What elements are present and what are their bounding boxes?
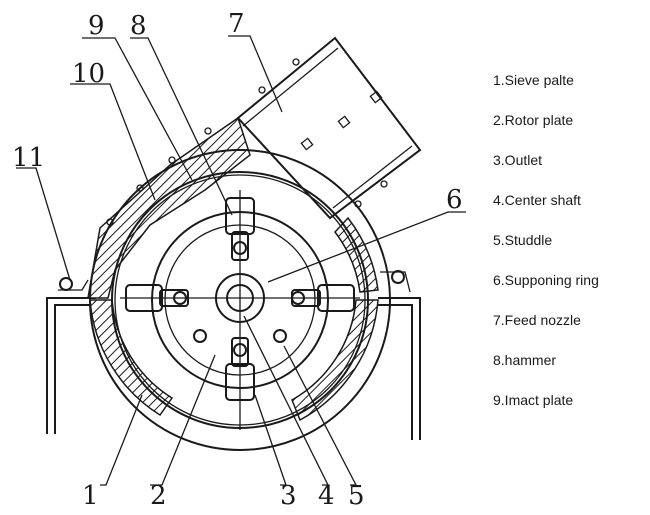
legend-item-feed-nozzle: 7.Feed nozzle xyxy=(493,312,581,328)
callout-10: 10 xyxy=(72,59,105,89)
callout-8: 8 xyxy=(130,11,147,41)
callout-6: 6 xyxy=(446,185,463,215)
impact-plate-liner xyxy=(89,216,379,422)
callout-11: 11 xyxy=(12,143,45,173)
callout-1: 1 xyxy=(82,481,99,511)
legend-item-supporting-ring: 6.Supponing ring xyxy=(493,272,599,288)
callout-5: 5 xyxy=(348,481,365,511)
legend-item-studdle: 5.Studdle xyxy=(493,232,552,248)
liner-bolts xyxy=(106,127,212,226)
legend-item-rotor-plate: 2.Rotor plate xyxy=(493,112,573,128)
legend-item-center-shaft: 4.Center shaft xyxy=(493,192,581,208)
hammers xyxy=(125,197,355,401)
parts-legend: 1.Sieve palte 2.Rotor plate 3.Outlet 4.C… xyxy=(493,72,599,408)
callout-3: 3 xyxy=(280,481,297,511)
legend-item-sieve-plate: 1.Sieve palte xyxy=(493,72,574,88)
leader-lines xyxy=(16,35,466,486)
callout-4: 4 xyxy=(318,481,335,511)
legend-item-outlet: 3.Outlet xyxy=(493,152,542,168)
callout-7: 7 xyxy=(228,9,245,39)
studdles xyxy=(193,329,287,343)
callout-labels: 11 10 9 8 7 6 1 2 3 4 5 xyxy=(12,9,463,511)
callout-9: 9 xyxy=(88,11,105,41)
legend-item-hammer: 8.hammer xyxy=(493,352,556,368)
callout-2: 2 xyxy=(150,481,167,511)
side-lugs xyxy=(58,270,411,293)
feed-nozzle xyxy=(236,36,422,220)
legend-item-impact-plate: 9.Imact plate xyxy=(493,392,573,408)
